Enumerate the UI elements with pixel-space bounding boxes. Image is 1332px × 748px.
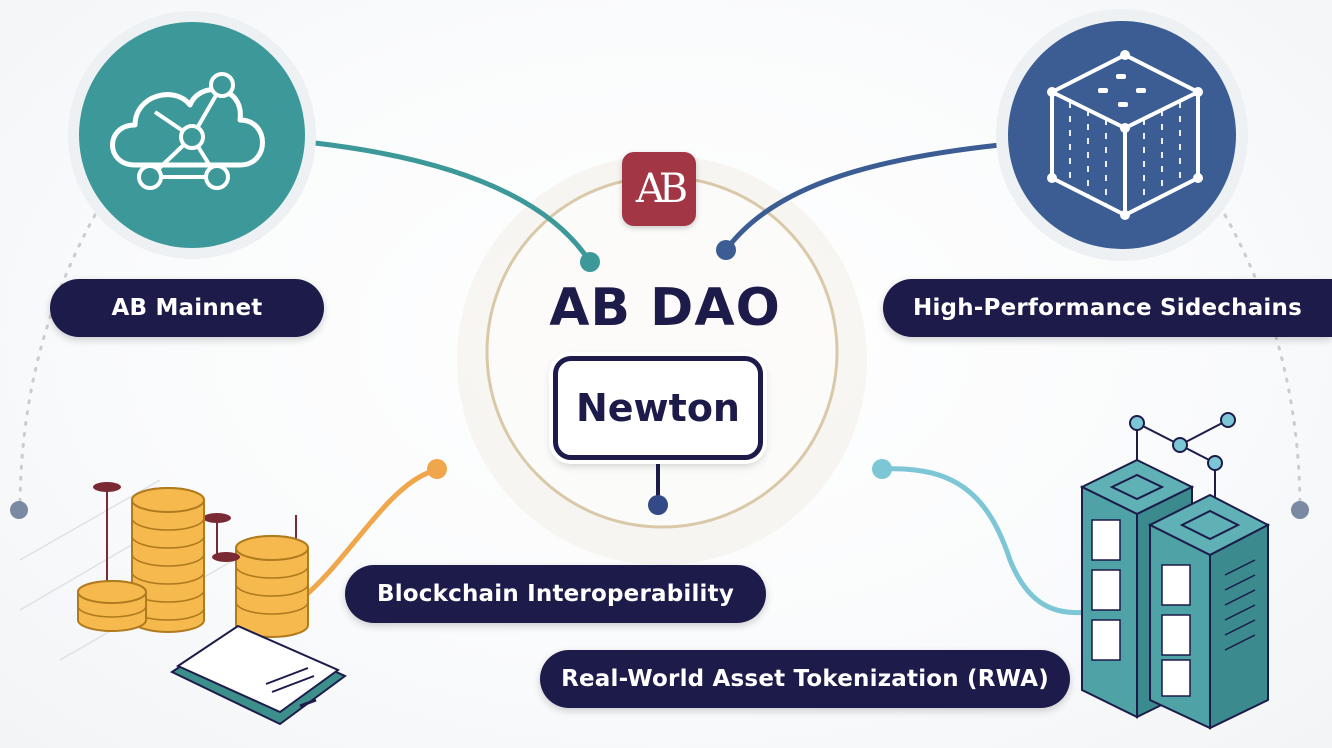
rwa-connector — [879, 466, 1093, 616]
center-ring — [485, 175, 839, 529]
ab-logo-text: AB — [635, 166, 688, 212]
sidechains-connector-dot — [716, 240, 736, 260]
label-high-performance-sidechains: High-Performance Sidechains — [883, 279, 1332, 337]
mainnet-connector-dot — [580, 252, 600, 272]
left-dotted-arc — [18, 213, 97, 512]
sidechains-connector — [723, 142, 1003, 253]
rwa-connector-dot — [872, 459, 892, 479]
grid-cube-icon — [996, 9, 1248, 261]
buildings-icon — [1079, 412, 1271, 730]
right-arc-endpoint — [1291, 501, 1309, 519]
left-arc-endpoint — [10, 501, 28, 519]
interop-connector — [297, 467, 440, 603]
right-dotted-arc — [1223, 213, 1302, 512]
newton-stem-dot — [648, 495, 668, 515]
cloud-network-icon — [68, 11, 316, 259]
label-blockchain-interoperability: Blockchain Interoperability — [345, 565, 766, 623]
interop-connector-dot — [427, 459, 447, 479]
newton-box: Newton — [553, 356, 763, 460]
coin-stacks-icon — [19, 479, 347, 726]
label-rwa-tokenization: Real-World Asset Tokenization (RWA) — [540, 650, 1070, 708]
ab-logo: AB — [622, 152, 696, 226]
mainnet-connector — [312, 140, 593, 265]
label-ab-mainnet: AB Mainnet — [50, 279, 324, 337]
newton-label: Newton — [575, 386, 740, 430]
center-title: AB DAO — [549, 278, 781, 338]
